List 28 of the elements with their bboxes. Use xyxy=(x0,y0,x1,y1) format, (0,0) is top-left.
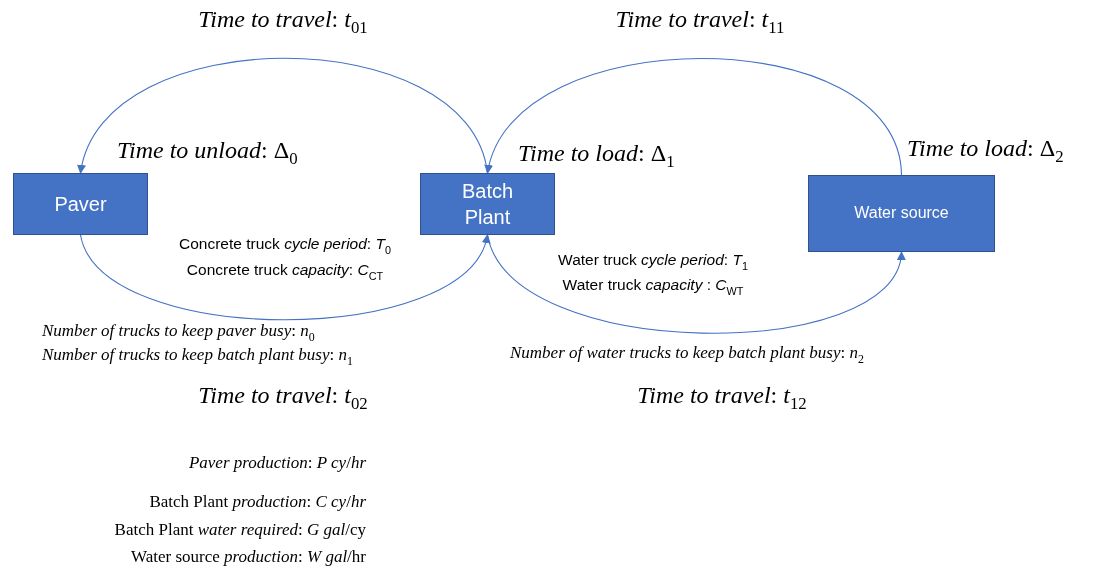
process-box xyxy=(13,173,148,235)
annotation-text: Concrete truck capacity: C$_{CT}$ xyxy=(186,261,384,283)
arrow xyxy=(78,57,489,174)
annotation-text: Number of water trucks to keep batch plant busy: n$_{2}$ xyxy=(510,344,864,366)
annotation-text: Time to unload: Δ$_{0}$ xyxy=(117,137,298,169)
annotation-text: Batch Plant production: C cy/hr xyxy=(149,492,366,512)
process-box xyxy=(420,173,555,235)
arrow xyxy=(486,234,904,334)
annotation-text: Water truck capacity : C$_{WT}$ xyxy=(562,276,744,298)
node-label: Paver xyxy=(53,192,108,217)
arrow xyxy=(486,57,903,176)
process-box xyxy=(808,175,995,252)
annotation-text: Water source production: W gal/hr xyxy=(130,547,366,567)
annotation-text: Time to travel: t$_{01}$ xyxy=(198,6,368,38)
annotation-text: Number of trucks to keep batch plant busy: n$_{1}$ xyxy=(42,346,353,368)
annotation-text: Concrete truck cycle period: T$_{0}$ xyxy=(179,235,391,257)
annotation-text: Number of trucks to keep paver busy: n$_{0}$ xyxy=(42,322,315,344)
annotation-text: Water truck cycle period: T$_{1}$ xyxy=(558,251,748,273)
annotation-text: Batch Plant water required: G gal/cy xyxy=(114,520,366,540)
annotation-text: Time to load: Δ$_{2}$ xyxy=(907,135,1064,167)
annotation-text: Paver production: P cy/hr xyxy=(188,453,366,473)
annotation-text: Time to travel: t$_{02}$ xyxy=(198,382,368,414)
arrow xyxy=(79,234,489,321)
annotation-text: Time to travel: t$_{12}$ xyxy=(637,382,807,414)
node-label: Batch Plant xyxy=(460,179,515,230)
annotation-text: Time to travel: t$_{11}$ xyxy=(615,6,785,38)
node-label: Water source xyxy=(853,203,950,224)
annotation-text: Time to load: Δ$_{1}$ xyxy=(518,140,675,172)
